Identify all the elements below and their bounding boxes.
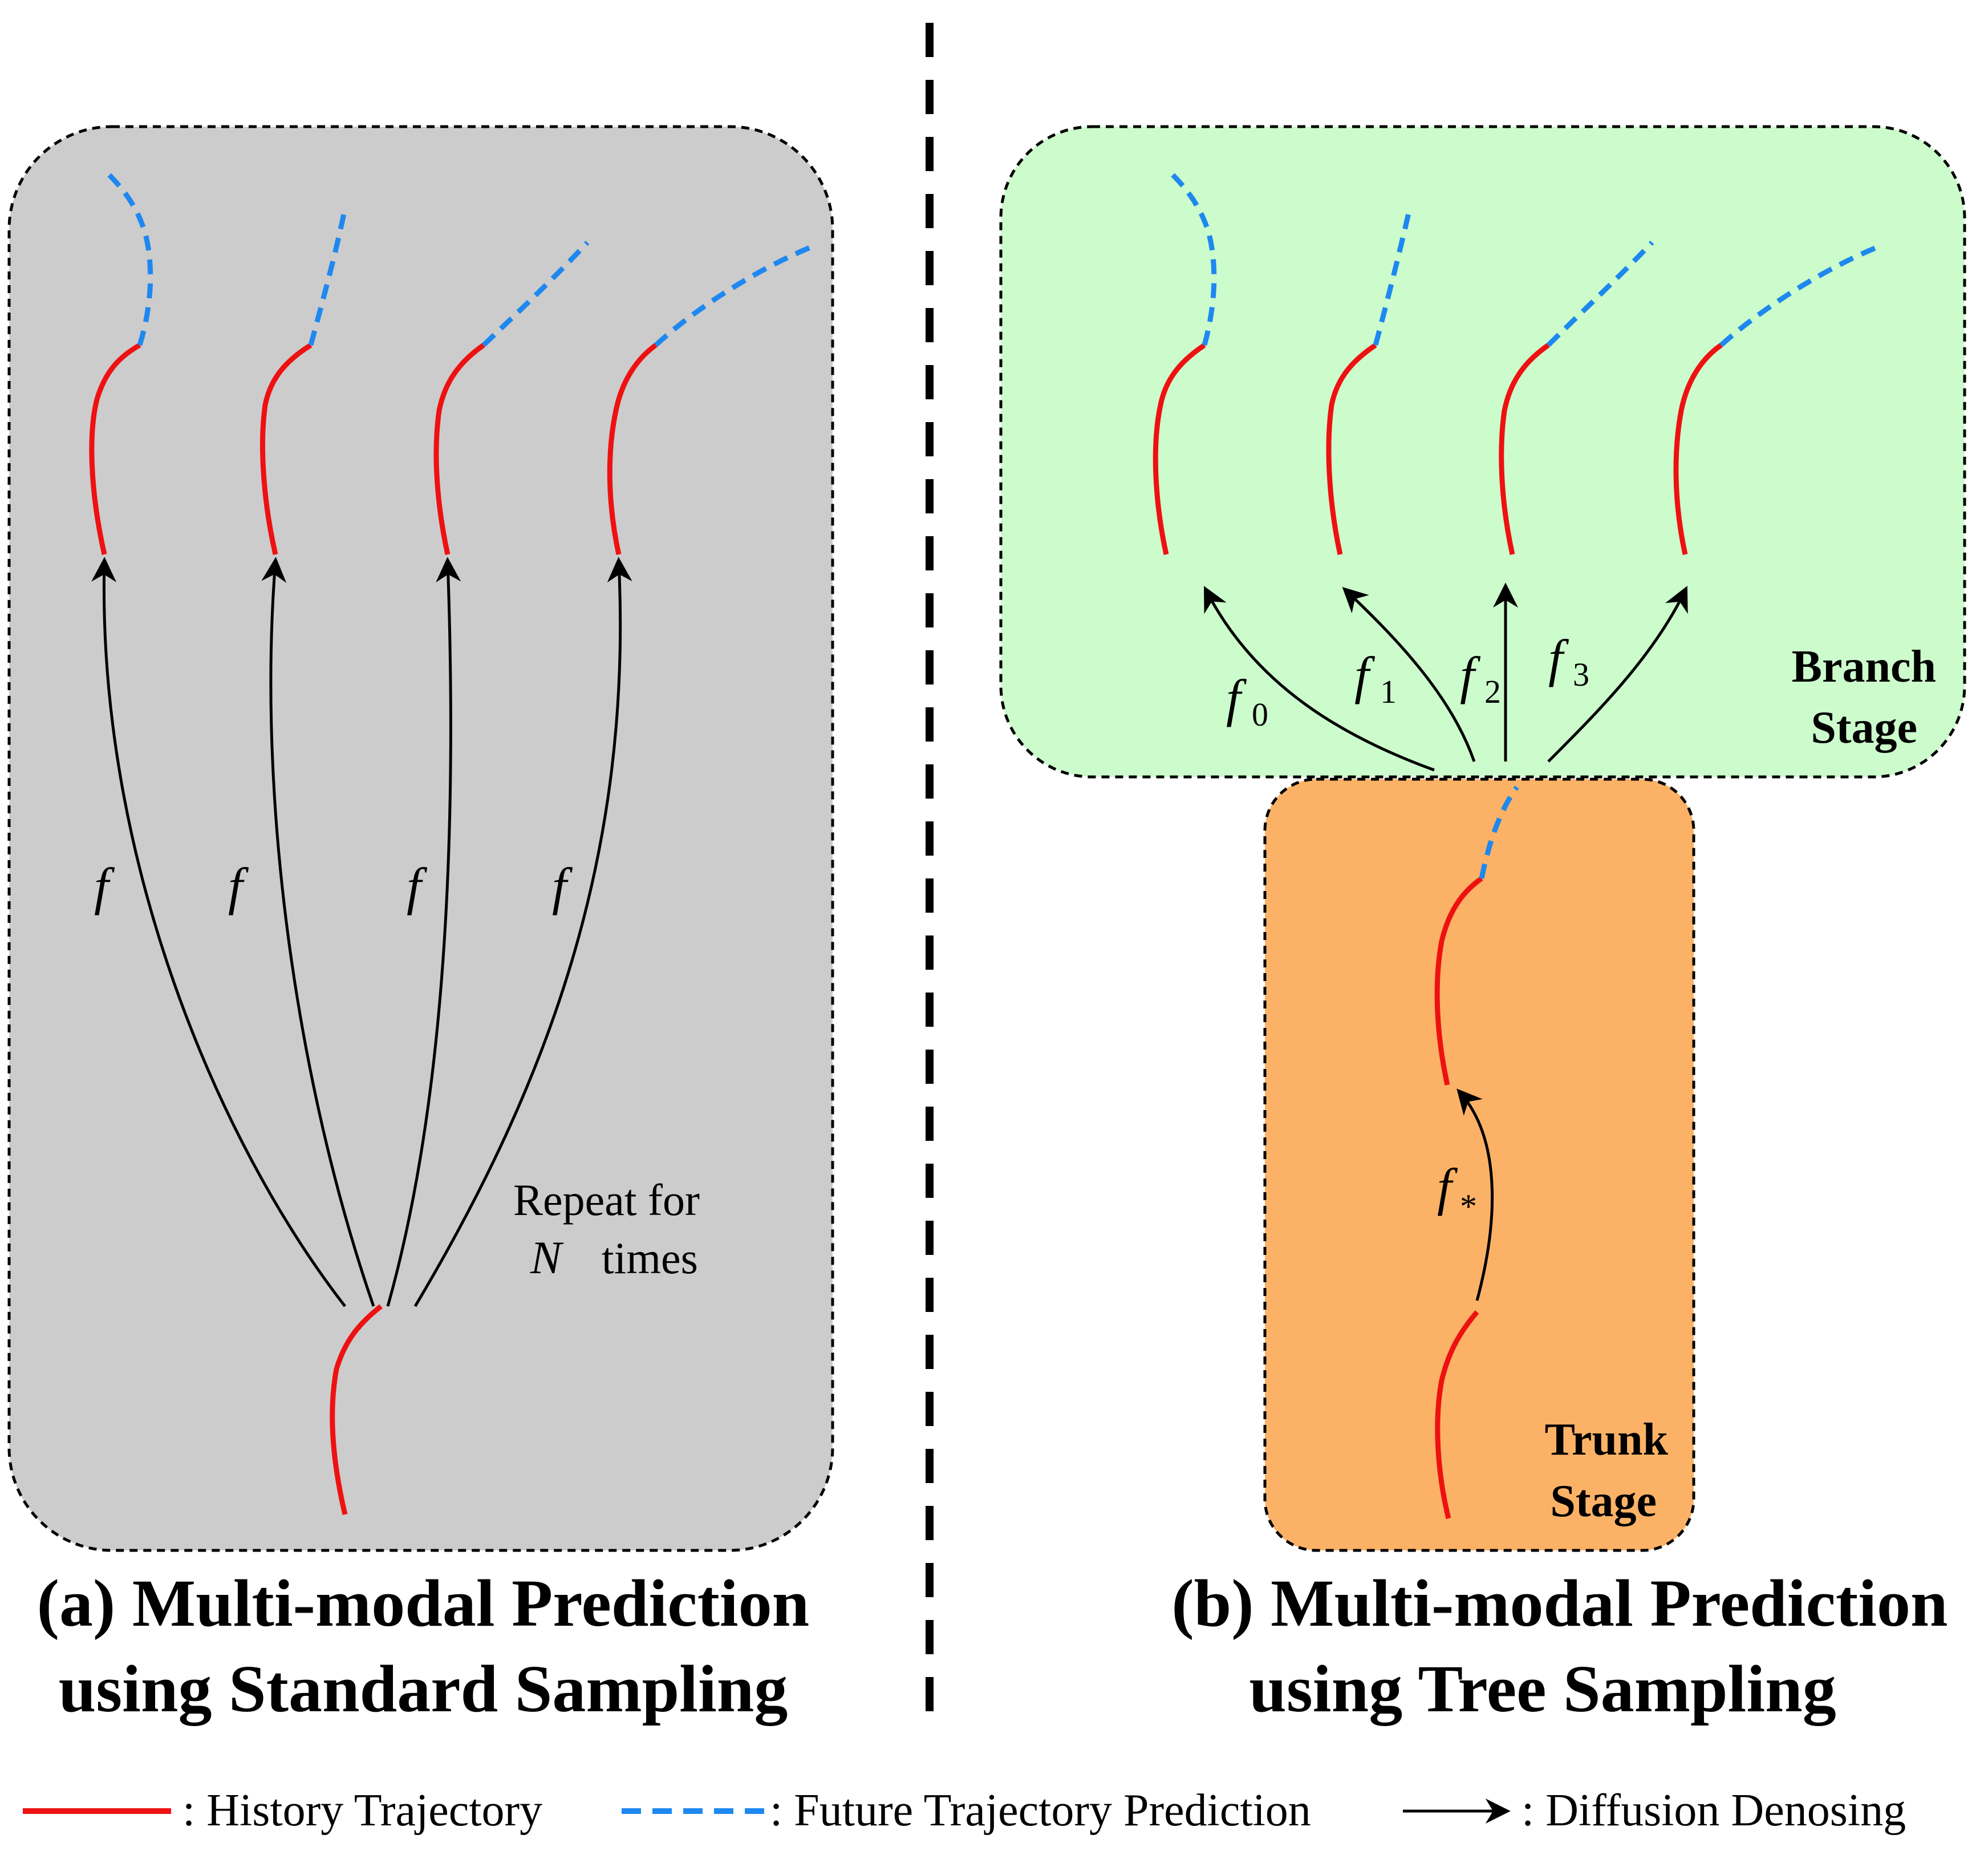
- trunk-stage-label-line2: Stage: [1550, 1476, 1657, 1526]
- panel-a-arrows: [91, 557, 632, 1307]
- panel-b-caption-line1: (b) Multi-modal Prediction: [1171, 1566, 1948, 1641]
- trunk-arrow: [1456, 1088, 1494, 1301]
- repeat-n-symbol: N: [530, 1232, 564, 1283]
- trunk-stage-label-line1: Trunk: [1545, 1415, 1669, 1465]
- legend-denoising-label: : Diffusion Denosing: [1522, 1785, 1906, 1836]
- panel-a-trajectories: [89, 169, 817, 1516]
- legend-history-label: : History Trajectory: [182, 1785, 542, 1836]
- branch-stage-label-line2: Stage: [1811, 703, 1917, 753]
- svg-text:1: 1: [1380, 673, 1397, 710]
- panel-b-branch-arrows: [1203, 582, 1688, 772]
- svg-text:3: 3: [1573, 656, 1589, 693]
- svg-text:0: 0: [1252, 696, 1268, 733]
- svg-text:2: 2: [1484, 673, 1501, 710]
- trunk-stage-box: [1263, 777, 1695, 1552]
- panel-a-box: [7, 125, 834, 1552]
- panel-a-caption-line1: (a) Multi-modal Prediction: [37, 1566, 810, 1641]
- legend-future-label: : Future Trajectory Prediction: [770, 1785, 1311, 1836]
- svg-text:*: *: [1460, 1188, 1477, 1225]
- branch-stage-label-line1: Branch: [1792, 642, 1936, 692]
- panel-b-trunk-trajectories: [1434, 785, 1519, 1520]
- panel-b-caption-line2: using Tree Sampling: [1249, 1651, 1836, 1726]
- repeat-text-times: times: [602, 1233, 698, 1283]
- repeat-text-line1: Repeat for: [513, 1175, 700, 1225]
- legend: : History Trajectory : Future Trajectory…: [23, 1785, 1906, 1836]
- panel-a-caption-line2: using Standard Sampling: [59, 1651, 788, 1726]
- branch-stage-box: [999, 125, 1966, 779]
- panel-b-branch-trajectories: [1153, 169, 1883, 555]
